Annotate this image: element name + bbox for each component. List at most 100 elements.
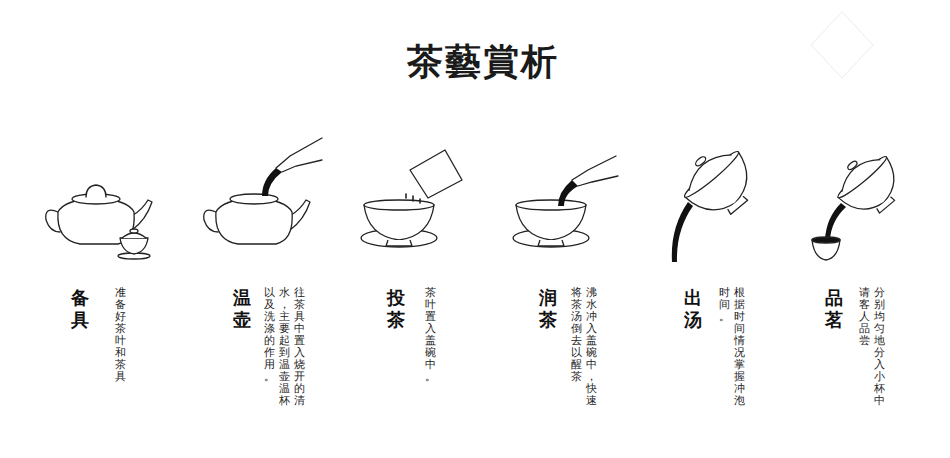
glyph: 。 bbox=[264, 371, 275, 383]
glyph: 分 bbox=[874, 347, 885, 359]
glyph: 中 bbox=[586, 359, 597, 371]
glyph: 盖 bbox=[425, 335, 436, 347]
glyph: 茶 bbox=[387, 309, 405, 331]
glyph: 。 bbox=[719, 311, 730, 323]
glyph: 中 bbox=[874, 395, 885, 407]
bowl-rim bbox=[835, 153, 889, 200]
glyph: 碗 bbox=[586, 347, 597, 359]
leaf bbox=[405, 194, 407, 198]
glyph: 冲 bbox=[586, 311, 597, 323]
glyph: 到 bbox=[279, 347, 290, 359]
glyph: 时 bbox=[719, 287, 730, 299]
glyph: 茶 bbox=[539, 309, 557, 331]
lid-knob bbox=[694, 155, 707, 167]
bowl-foot bbox=[727, 196, 748, 215]
glyph: 握 bbox=[734, 371, 745, 383]
glyph: 的 bbox=[264, 335, 275, 347]
teapot-spout bbox=[132, 200, 152, 230]
bowl-lid bbox=[835, 152, 880, 192]
glyph: 时 bbox=[734, 311, 745, 323]
step-name: 投茶 bbox=[387, 287, 405, 331]
water-stream bbox=[558, 180, 578, 206]
glyph: 壶 bbox=[233, 309, 251, 331]
glyph: 掌 bbox=[734, 359, 745, 371]
glyph: 往 bbox=[294, 287, 305, 299]
bowl-rim bbox=[682, 148, 742, 201]
glyph: 客 bbox=[859, 299, 870, 311]
glyph: 醒 bbox=[571, 359, 582, 371]
leaf bbox=[412, 196, 414, 201]
bowl-lid bbox=[682, 146, 732, 190]
glyph: 叶 bbox=[425, 299, 436, 311]
kettle-line bbox=[282, 160, 322, 172]
glyph: 水 bbox=[586, 299, 597, 311]
glyph: 投 bbox=[387, 287, 405, 309]
teapot-drawing bbox=[46, 185, 152, 259]
tea-cup bbox=[812, 237, 840, 260]
teapot-body bbox=[216, 198, 292, 244]
glyph: 具 bbox=[71, 309, 89, 331]
glyph: 备 bbox=[71, 287, 89, 309]
glyph: 温 bbox=[233, 287, 251, 309]
glyph: 盖 bbox=[586, 335, 597, 347]
glyph: 去 bbox=[571, 335, 582, 347]
glyph: 地 bbox=[874, 335, 885, 347]
glyph: 润 bbox=[539, 287, 557, 309]
glyph: 具 bbox=[294, 311, 305, 323]
glyph: 温 bbox=[279, 383, 290, 395]
glyph: 备 bbox=[115, 299, 126, 311]
glyph: 快 bbox=[586, 383, 597, 395]
corner-diamond bbox=[811, 12, 873, 78]
glyph: 别 bbox=[874, 299, 885, 311]
glyph: 涤 bbox=[264, 323, 275, 335]
cup-tea bbox=[812, 237, 840, 243]
glyph: 以 bbox=[571, 347, 582, 359]
teapot-knob bbox=[86, 185, 106, 197]
water-stream bbox=[262, 168, 282, 196]
glyph: 倒 bbox=[571, 323, 582, 335]
glyph: 据 bbox=[734, 299, 745, 311]
glyph: 杯 bbox=[874, 383, 885, 395]
glyph: 入 bbox=[425, 323, 436, 335]
glyph: 匀 bbox=[874, 323, 885, 335]
glyph: 茶 bbox=[571, 371, 582, 383]
lid-knob bbox=[847, 160, 859, 171]
glyph: 况 bbox=[734, 347, 745, 359]
glyph: 速 bbox=[586, 395, 597, 407]
glyph: 茶 bbox=[425, 287, 436, 299]
step-description: 准备好茶叶和茶具 bbox=[115, 287, 126, 383]
glyph: 茶 bbox=[294, 299, 305, 311]
glyph: 用 bbox=[264, 359, 275, 371]
glyph: 茶 bbox=[115, 359, 126, 371]
glyph: 根 bbox=[734, 287, 745, 299]
glyph: 准 bbox=[115, 287, 126, 299]
bowl-foot bbox=[386, 240, 412, 246]
glyph: 间 bbox=[734, 323, 745, 335]
glyph: 品 bbox=[825, 287, 843, 309]
tea-stream bbox=[672, 202, 693, 262]
bowl-foot bbox=[538, 240, 564, 246]
teapot-lid bbox=[230, 194, 278, 204]
step-description: 茶叶置入盖碗中。 bbox=[425, 287, 436, 383]
tea-packet bbox=[410, 150, 462, 198]
glyph: 主 bbox=[279, 311, 290, 323]
step-description: 往茶具中置入烧开的清水，主要起到温壶温杯以及洗涤的作用。 bbox=[264, 287, 305, 407]
cup bbox=[120, 238, 148, 254]
glyph: 起 bbox=[279, 335, 290, 347]
glyph: 茗 bbox=[825, 309, 843, 331]
glyph: 人 bbox=[859, 311, 870, 323]
glyph: 杯 bbox=[279, 395, 290, 407]
glyph: 分 bbox=[874, 287, 885, 299]
glyph: 水 bbox=[279, 287, 290, 299]
glyph: 小 bbox=[874, 371, 885, 383]
glyph: 和 bbox=[115, 347, 126, 359]
glyph: 汤 bbox=[571, 311, 582, 323]
cup-knob bbox=[130, 229, 138, 233]
glyph: 情 bbox=[734, 335, 745, 347]
teapot-spout bbox=[290, 200, 310, 230]
glyph: 将 bbox=[571, 287, 582, 299]
step-name: 温壶 bbox=[233, 287, 251, 331]
glyph: 品 bbox=[859, 323, 870, 335]
glyph: 烧 bbox=[294, 359, 305, 371]
